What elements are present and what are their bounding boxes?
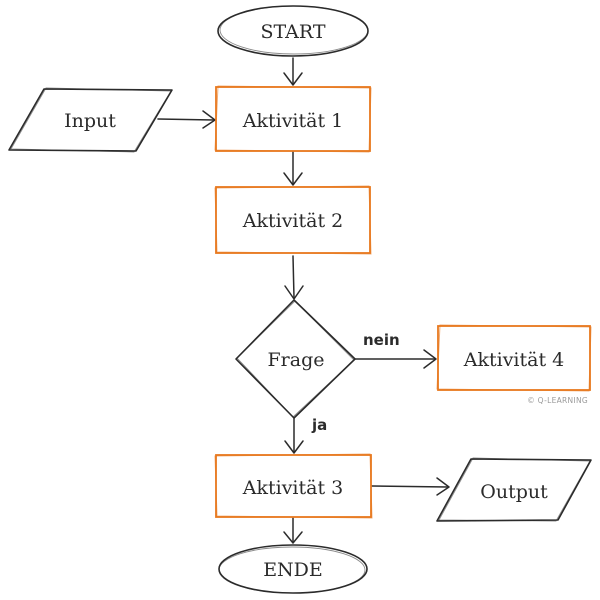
end-label: ENDE <box>263 559 323 581</box>
connector-activity2-to-question <box>284 255 304 300</box>
start-node: START <box>217 5 369 57</box>
activity2-box-sketch <box>214 185 372 255</box>
activity3-box-sketch <box>214 453 373 519</box>
activity1-box <box>215 86 371 152</box>
input-label: Input <box>64 110 116 132</box>
activity3-label: Aktivität 3 <box>242 477 343 499</box>
connector-input-to-activity1 <box>157 110 216 129</box>
edge-label-nein: nein <box>363 331 400 349</box>
start-label: START <box>260 21 325 43</box>
credit-text: © Q-LEARNING <box>527 396 588 405</box>
activity1-label: Aktivität 1 <box>242 110 343 132</box>
activity1-node: Aktivität 1 <box>214 85 372 153</box>
question-label: Frage <box>268 349 325 371</box>
connector-question-to-activity4 <box>354 349 437 369</box>
output-node: Output <box>436 457 592 522</box>
connector-activity1-to-activity2 <box>283 151 303 186</box>
end-node: ENDE <box>218 544 368 594</box>
activity1-box-sketch <box>214 85 372 153</box>
activity2-label: Aktivität 2 <box>242 210 343 232</box>
input-node: Input <box>8 87 173 153</box>
activity4-node: Aktivität 4 <box>436 324 592 392</box>
activity4-label: Aktivität 4 <box>463 349 564 371</box>
question-node: Frage <box>235 299 356 419</box>
activity2-node: Aktivität 2 <box>214 185 372 255</box>
activity3-node: Aktivität 3 <box>214 453 373 519</box>
connector-activity3-to-output <box>371 477 450 496</box>
connector-start-to-activity1 <box>283 57 303 86</box>
activity4-box-sketch <box>436 324 592 392</box>
edge-label-ja: ja <box>311 416 327 434</box>
connector-activity3-to-end <box>283 517 303 544</box>
output-label: Output <box>480 481 548 503</box>
connector-question-to-activity3 <box>284 417 304 454</box>
